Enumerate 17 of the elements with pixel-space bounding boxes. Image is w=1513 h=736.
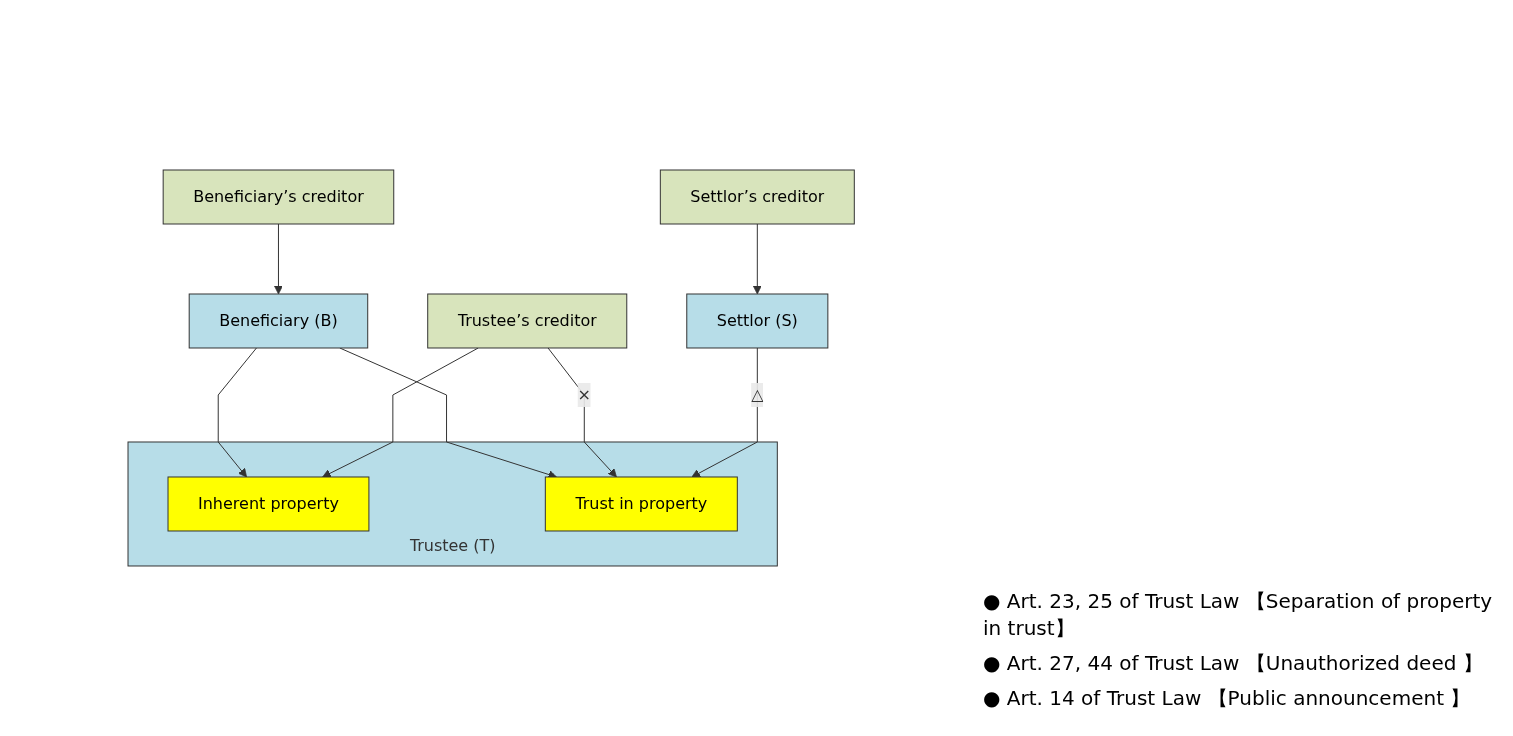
- node-box: Settlor (S): [686, 293, 829, 349]
- article-note: ● Art. 27, 44 of Trust Law 【Unauthorized deed 】: [983, 650, 1484, 677]
- arrow: [274, 223, 284, 295]
- node-box: Trustee’s creditor: [427, 293, 628, 349]
- article-note: ● Art. 14 of Trust Law 【Public announcement 】: [983, 685, 1472, 712]
- node-box: Trust in property: [545, 476, 739, 532]
- edge-label: ×: [577, 384, 592, 404]
- article-note: ● Art. 23, 25 of Trust Law 【Separation of property in trust】: [983, 588, 1494, 642]
- arrow: [691, 347, 759, 478]
- edge-label: △: [751, 384, 764, 404]
- node-box: Beneficiary’s creditor: [163, 169, 395, 225]
- node-box: Inherent property: [167, 476, 370, 532]
- arrow: [547, 347, 618, 478]
- node-box: Beneficiary (B): [189, 293, 369, 349]
- node-box: Settlor’s creditor: [660, 169, 856, 225]
- arrow: [753, 223, 763, 295]
- arrow: [218, 347, 258, 478]
